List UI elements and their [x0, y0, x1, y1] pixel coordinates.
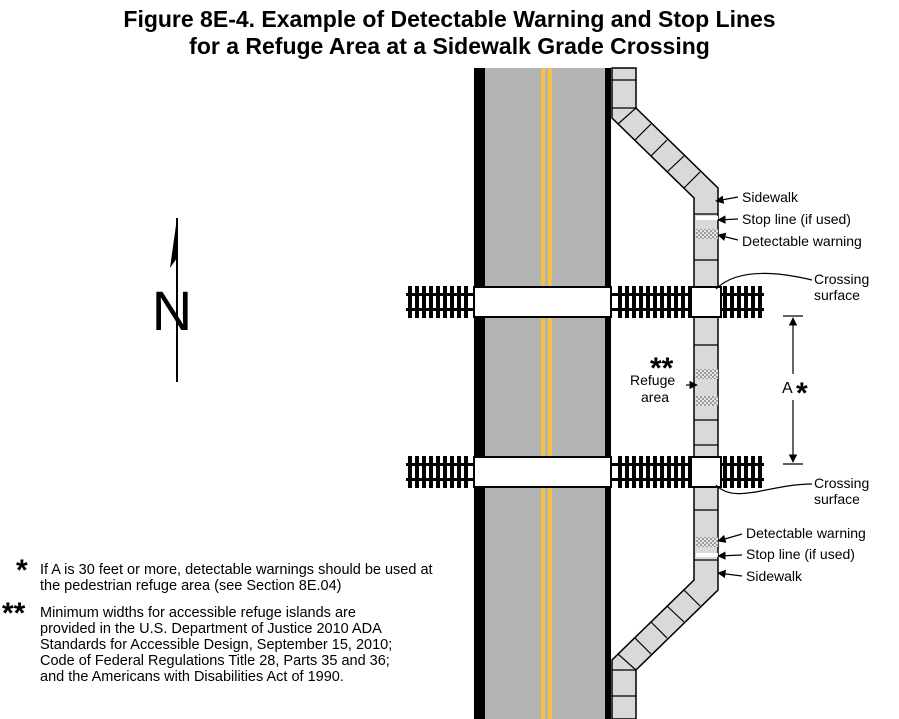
sidewalk-joint [634, 123, 652, 141]
sidewalk-joint [617, 107, 637, 125]
railroad-tie [723, 286, 727, 318]
railroad-tie [408, 456, 412, 488]
railroad-tie [625, 286, 629, 318]
railroad-tie [660, 456, 664, 488]
figure-title-line-2: for a Refuge Area at a Sidewalk Grade Cr… [189, 33, 710, 59]
sidewalk-joint [666, 155, 685, 173]
dimension-a-line [783, 315, 803, 465]
railroad-tie [422, 286, 426, 318]
railroad-tie [730, 286, 734, 318]
railroad-tie [464, 456, 468, 488]
leader-lines [686, 195, 813, 579]
railroad-tie [737, 286, 741, 318]
railroad-tie [751, 456, 755, 488]
railroad-tie [639, 456, 643, 488]
railroad-tie [618, 286, 622, 318]
dimension-a-asterisk: * [796, 377, 808, 410]
sidewalk-crossing-surface-south [690, 456, 722, 488]
detectable-warning-north [696, 229, 718, 239]
detectable-warning-refuge-south [696, 396, 718, 406]
road-crossing-surface-south [473, 456, 612, 488]
sidewalk-joint [683, 171, 701, 189]
railroad-tie [737, 456, 741, 488]
label-detectable-warning-top: Detectable warning [742, 233, 862, 249]
railroad-tie [632, 456, 636, 488]
railroad-tie [674, 286, 678, 318]
railroad-tie [443, 456, 447, 488]
label-crossing-top: Crossing [814, 271, 869, 287]
sidewalk-joint [650, 139, 668, 157]
label-sidewalk-bottom: Sidewalk [746, 568, 803, 584]
railroad-tie [674, 456, 678, 488]
label-area: area [641, 389, 669, 405]
railroad-tie [443, 286, 447, 318]
railroad-tie [723, 456, 727, 488]
label-sidewalk-top: Sidewalk [742, 189, 799, 205]
label-detectable-warning-bottom: Detectable warning [746, 525, 866, 541]
label-stop-line-bottom: Stop line (if used) [746, 546, 855, 562]
sidewalk-joint [617, 653, 637, 671]
sidewalk-joint [683, 589, 701, 607]
railroad-tie [646, 286, 650, 318]
note-2-text: Minimum widths for accessible refuge isl… [40, 605, 393, 685]
railroad-tie [758, 456, 762, 488]
label-stop-line-top: Stop line (if used) [742, 211, 851, 227]
label-surface-top: surface [814, 287, 860, 303]
label-dimension-a: A [782, 380, 793, 397]
sidewalk-crossing-surface-north [690, 286, 722, 318]
railroad-tie [429, 286, 433, 318]
railroad-tie [415, 286, 419, 318]
roadway [474, 68, 611, 719]
road-crossing-surface-north [473, 286, 612, 318]
railroad-tie [681, 456, 685, 488]
railroad-tie [408, 286, 412, 318]
railroad-tie [639, 286, 643, 318]
railroad-tie [415, 456, 419, 488]
railroad-tie [744, 286, 748, 318]
label-refuge: Refuge [630, 372, 675, 388]
north-arrow [170, 218, 178, 382]
railroad-tie [646, 456, 650, 488]
railroad-tie [667, 456, 671, 488]
railroad-tie [450, 456, 454, 488]
railroad-tie [653, 286, 657, 318]
refuge-double-asterisk: ** [650, 352, 674, 385]
sidewalk-joint [650, 621, 668, 639]
railroad-tie [436, 456, 440, 488]
stop-line-south [696, 553, 718, 557]
note-1-text: If A is 30 feet or more, detectable warn… [40, 562, 433, 594]
railroad-tie [450, 286, 454, 318]
label-surface-bottom: surface [814, 491, 860, 507]
railroad-tie [625, 456, 629, 488]
railroad-tie [660, 286, 664, 318]
detectable-warning-south [696, 537, 718, 547]
railroad-tie [751, 286, 755, 318]
sidewalk-joint [634, 637, 652, 655]
stop-line-north [696, 216, 718, 220]
railroad-tie [667, 286, 671, 318]
railroad-tie [429, 456, 433, 488]
railroad-tie [457, 286, 461, 318]
railroad-tie [422, 456, 426, 488]
north-label: N [152, 279, 192, 342]
railroad-tie [618, 456, 622, 488]
railroad-tie [758, 286, 762, 318]
figure-title-line-1: Figure 8E-4. Example of Detectable Warni… [123, 6, 776, 32]
railroad-tie [436, 286, 440, 318]
railroad-tie [744, 456, 748, 488]
note-1-mark: * [16, 554, 28, 587]
note-2-mark: ** [2, 597, 26, 630]
label-crossing-bottom: Crossing [814, 475, 869, 491]
detectable-warning-refuge-north [696, 369, 718, 379]
railroad-tie [681, 286, 685, 318]
railroad-tie [464, 286, 468, 318]
sidewalk-joint [666, 605, 685, 623]
railroad-tie [653, 456, 657, 488]
railroad-tie [730, 456, 734, 488]
railroad-tie [457, 456, 461, 488]
railroad-tie [632, 286, 636, 318]
